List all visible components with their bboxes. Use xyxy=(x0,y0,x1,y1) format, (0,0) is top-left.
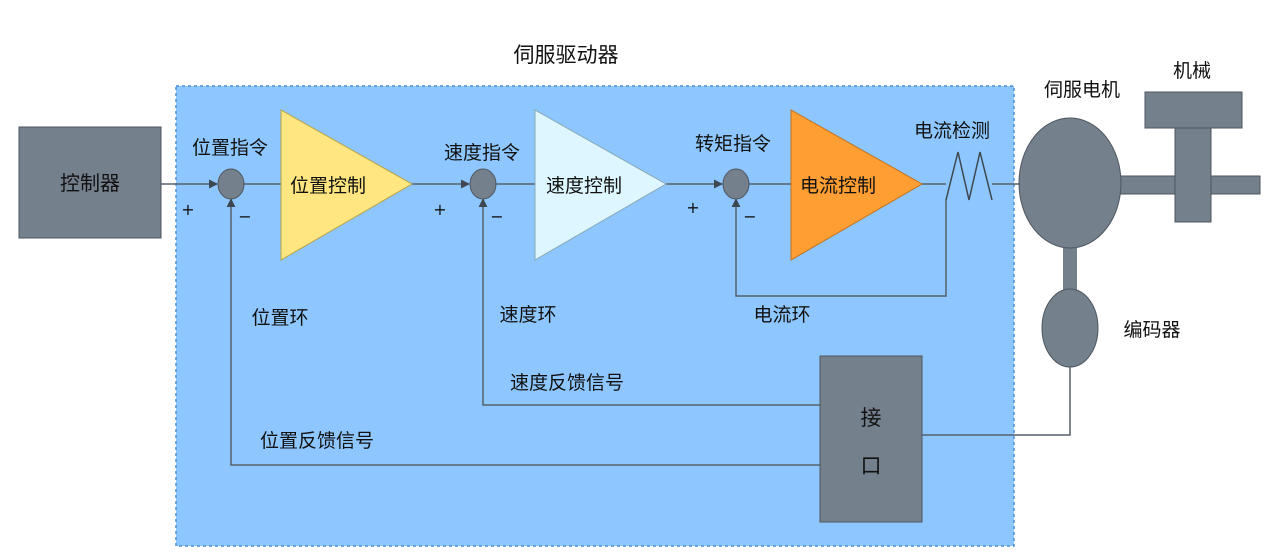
speed-command-label: 速度指令 xyxy=(444,142,520,164)
encoder-body xyxy=(1041,288,1099,368)
torque-command-label: 转矩指令 xyxy=(695,133,771,155)
position-feedback-wire xyxy=(226,198,820,466)
current-loop-label: 电流环 xyxy=(753,304,810,326)
current-plus-sign: + xyxy=(686,198,699,217)
machinery-post xyxy=(1174,126,1212,223)
current-loop-wire xyxy=(731,198,947,297)
current-detection-symbol xyxy=(945,151,993,201)
controller-label: 控制器 xyxy=(60,171,120,195)
encoder-to-interface-wire xyxy=(922,366,1071,436)
controller-block xyxy=(18,126,162,239)
servo-motor-label: 伺服电机 xyxy=(1044,79,1120,101)
machinery-head xyxy=(1144,91,1243,129)
current-control-block xyxy=(790,109,924,261)
drive-title: 伺服驱动器 xyxy=(514,43,619,67)
speed-feedback-wire xyxy=(478,198,820,406)
position-minus-sign: − xyxy=(238,207,251,226)
position-plus-sign: + xyxy=(181,200,194,219)
servo-motor-body xyxy=(1018,117,1122,249)
speed-feedback-label: 速度反馈信号 xyxy=(510,372,624,394)
speed-minus-sign: − xyxy=(490,207,503,226)
interface-label-top: 接 xyxy=(861,406,882,430)
interface-block xyxy=(819,355,923,523)
position-summing-junction xyxy=(217,168,245,200)
position-control-label: 位置控制 xyxy=(290,175,366,197)
current-summing-junction xyxy=(722,168,750,200)
speed-plus-sign: + xyxy=(433,200,446,219)
encoder-label: 编码器 xyxy=(1123,319,1180,341)
position-feedback-label: 位置反馈信号 xyxy=(260,430,374,452)
position-control-block xyxy=(280,109,414,261)
current-control-label: 电流控制 xyxy=(800,175,876,197)
position-command-label: 位置指令 xyxy=(192,137,268,159)
current-detection-label: 电流检测 xyxy=(914,120,990,142)
speed-summing-junction xyxy=(469,168,497,200)
speed-loop-label: 速度环 xyxy=(499,304,556,326)
position-loop-label: 位置环 xyxy=(251,307,308,329)
interface-label-bottom: 口 xyxy=(861,454,882,478)
speed-control-label: 速度控制 xyxy=(546,175,622,197)
machinery-label: 机械 xyxy=(1173,60,1211,82)
current-minus-sign: − xyxy=(743,207,756,226)
speed-control-block xyxy=(534,109,668,261)
